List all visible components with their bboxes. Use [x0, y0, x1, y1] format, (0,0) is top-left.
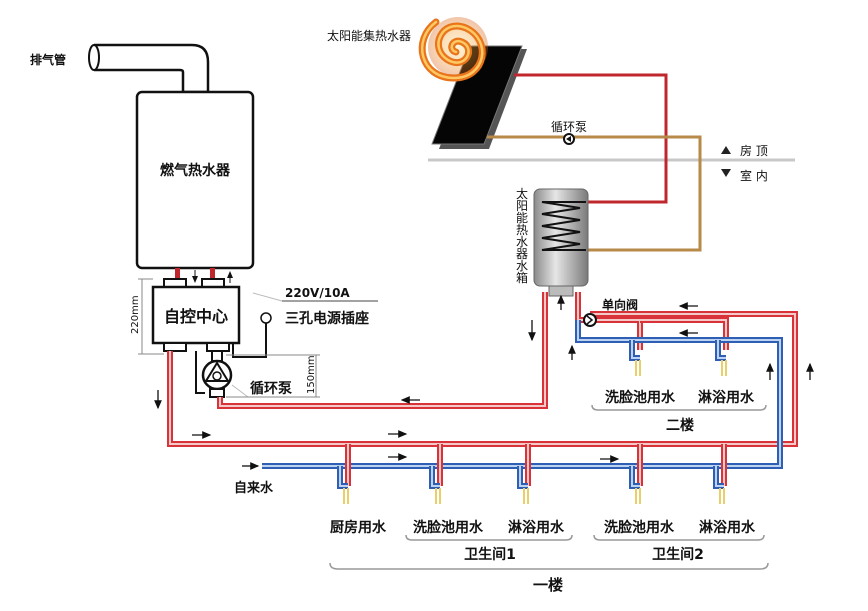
svg-text:水: 水: [516, 259, 528, 273]
heat-exchange-coil: [541, 201, 586, 251]
roof-pump-label: 循环泵: [551, 120, 587, 134]
sun-icon: [418, 17, 488, 82]
exhaust-pipe: [88, 43, 210, 94]
svg-text:太: 太: [516, 186, 528, 201]
floor1-outlet-label: 淋浴用水: [508, 519, 565, 536]
roof-below-label: 室 内: [740, 168, 768, 183]
bathroom1-label: 卫生间1: [464, 546, 516, 563]
control-center-box: [151, 285, 241, 345]
floor1-cold-drop: [339, 466, 348, 487]
svg-text:热: 热: [516, 223, 528, 237]
floor1-cold-drop: [519, 466, 528, 487]
bathroom2-label: 卫生间2: [652, 546, 704, 563]
roof-pump-icon: [563, 133, 575, 145]
floor2-hot-branch: [640, 317, 729, 350]
solar-return-pipe: [487, 135, 702, 252]
leader-line: [231, 384, 249, 398]
heater-inlet-pipe: [210, 268, 215, 286]
exhaust-pipe-label: 排气管: [30, 52, 66, 67]
floor2-cold-drop: [631, 340, 640, 359]
floor2-cold-drop: [717, 340, 726, 359]
check-valve-label: 单向阀: [602, 297, 638, 312]
svg-text:水: 水: [516, 235, 528, 249]
power-cable: [232, 322, 267, 358]
floor2-outlet-label: 淋浴用水: [698, 389, 755, 406]
hot-supply-pipe: [169, 313, 796, 445]
gas-heater-label: 燃气热水器: [160, 162, 231, 179]
bathroom1-brace: [405, 534, 573, 541]
svg-text:阳: 阳: [516, 199, 528, 213]
socket-icon: [260, 312, 272, 324]
bathroom2-brace: [593, 534, 765, 541]
control-center-label: 自控中心: [164, 307, 228, 326]
heater-outlet-pipe: [175, 268, 180, 286]
floor2-label: 二楼: [666, 417, 694, 434]
flow-arrows: [154, 294, 814, 470]
svg-text:器: 器: [516, 247, 528, 261]
tap-water-label: 自来水: [234, 480, 274, 496]
socket-label: 三孔电源插座: [285, 310, 369, 327]
cold-main-pipe: [262, 320, 781, 467]
gas-heater-body: [135, 90, 255, 270]
floor1-label: 一楼: [533, 576, 563, 594]
dim-220-label: 220mm: [130, 295, 141, 334]
floor1-cold-drop: [431, 466, 440, 487]
floor1-outlet-label: 洗脸池用水: [413, 519, 484, 536]
svg-text:箱: 箱: [516, 270, 528, 285]
floor1-cold-drop: [715, 466, 724, 487]
fitting: [206, 342, 230, 352]
outlets: [343, 360, 727, 504]
floor1-outlet-label: 厨房用水: [330, 519, 387, 536]
floor2-brace: [591, 404, 767, 411]
leader-line: [252, 292, 283, 302]
check-valve-icon: [583, 313, 597, 327]
heater-pump-label: 循环泵: [250, 380, 292, 397]
dim-150-label: 150mm: [306, 355, 317, 394]
roof-above-label: 房 顶: [740, 143, 768, 158]
down-triangle-icon: [721, 169, 731, 177]
heater-pump-icon: [201, 350, 233, 398]
floor1-cold-drop: [631, 466, 640, 487]
solar-collector-label: 太阳能集热水器: [327, 28, 411, 43]
solar-tank-label: 太 阳 能 热 水 器 水 箱: [516, 186, 528, 285]
fitting: [163, 342, 187, 352]
floor1-outlet-label: 淋浴用水: [699, 519, 756, 536]
floor2-hot-branch: [640, 319, 727, 350]
solar-tank: [533, 188, 589, 297]
up-triangle-icon: [721, 146, 731, 154]
floor1-brace: [329, 562, 769, 570]
bypass-line: [195, 351, 205, 394]
tank-to-heater-pipe: [219, 292, 546, 407]
svg-text:能: 能: [516, 211, 528, 225]
floor1-outlet-label: 洗脸池用水: [604, 519, 675, 536]
hot-supply-pipe: [167, 311, 798, 447]
pipe-network: [167, 292, 798, 489]
power-rating-label: 220V/10A: [285, 286, 350, 300]
solar-collector: [431, 45, 527, 149]
floor2-outlet-label: 洗脸池用水: [605, 389, 676, 406]
